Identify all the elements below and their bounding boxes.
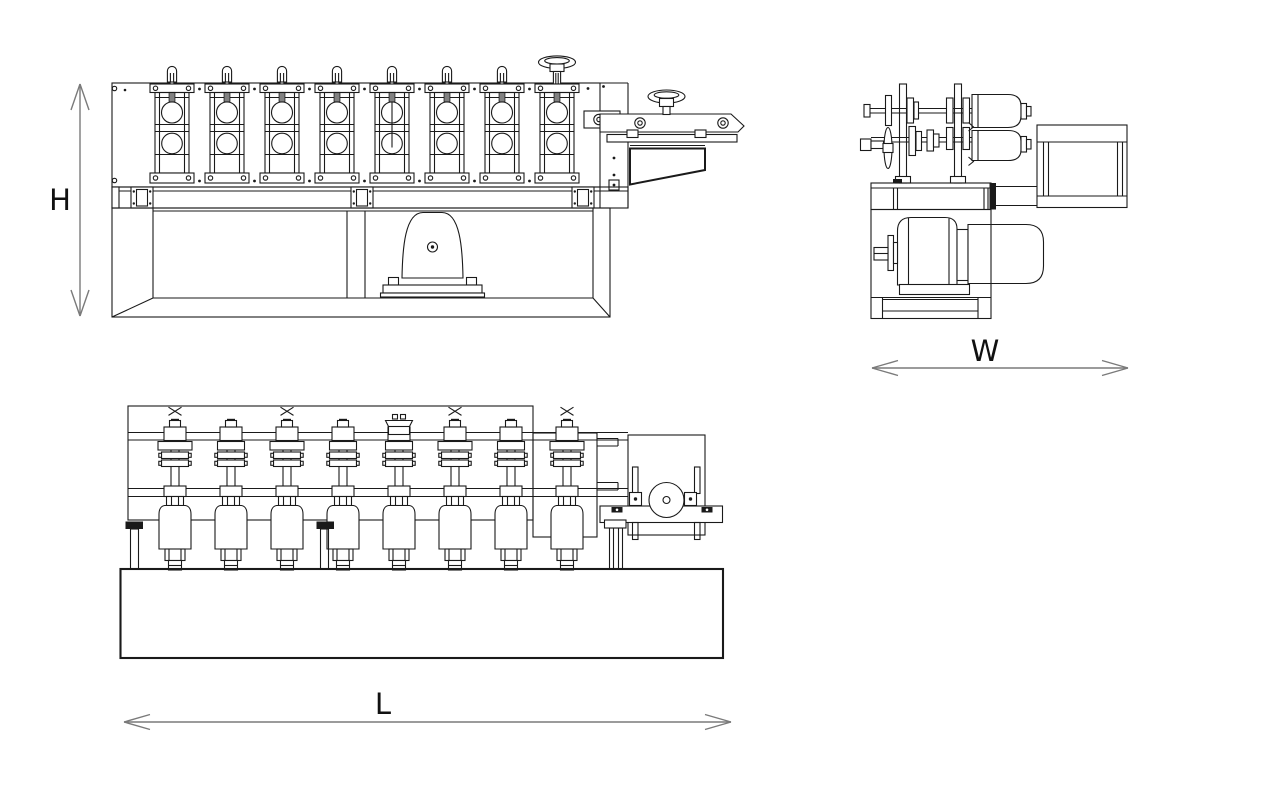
motor-body <box>967 223 1045 285</box>
plan-station <box>326 418 360 571</box>
side-post <box>953 83 963 184</box>
dimension-height-label: H <box>49 183 71 217</box>
roller-stand <box>314 65 360 184</box>
plan-cutter-assembly <box>599 434 724 541</box>
plan-station-row <box>157 406 585 571</box>
outfeed-assembly <box>599 89 745 186</box>
plan-base <box>119 567 725 660</box>
station-clamp <box>387 425 411 436</box>
side-table <box>870 179 1037 211</box>
x-mark <box>560 406 574 416</box>
plan-station <box>269 406 305 571</box>
side-handwheel <box>882 126 894 170</box>
dimension-height <box>70 83 90 317</box>
front-view <box>111 55 745 318</box>
roller-stand <box>479 65 525 184</box>
side-rollers <box>968 93 1032 166</box>
plan-station <box>549 406 585 571</box>
front-motor <box>379 211 486 298</box>
plan-station <box>382 413 416 571</box>
dimension-width-label: W <box>971 334 1000 368</box>
roller-stand <box>204 65 250 184</box>
plan-view <box>119 405 725 660</box>
plan-station <box>157 406 193 571</box>
front-band-bolts <box>123 87 590 183</box>
plan-station <box>437 406 473 571</box>
plan-cutter-blade <box>648 481 685 519</box>
dimension-length <box>123 713 732 731</box>
outfeed-bracket <box>629 147 706 186</box>
side-post <box>898 83 908 184</box>
front-lower-rail <box>111 186 629 209</box>
roller-stand <box>424 65 470 184</box>
plan-station <box>494 418 528 571</box>
side-gearmotor <box>873 216 1045 296</box>
front-frame-band <box>111 82 601 188</box>
x-mark <box>280 406 294 416</box>
outfeed-bar <box>599 113 745 133</box>
side-outfeed-table <box>1036 124 1128 209</box>
roller-stand <box>369 65 415 184</box>
roller-stand <box>259 65 305 184</box>
side-view <box>859 83 1128 320</box>
dimension-length-label: L <box>375 687 391 721</box>
roller-stand <box>534 55 580 184</box>
side-frame <box>870 208 992 320</box>
front-stand-row <box>149 55 580 184</box>
dimension-width <box>871 359 1129 377</box>
roller-stand <box>149 65 195 184</box>
x-mark <box>448 406 462 416</box>
front-base-cabinet <box>111 207 611 318</box>
x-mark <box>168 406 182 416</box>
plan-station <box>214 418 248 571</box>
